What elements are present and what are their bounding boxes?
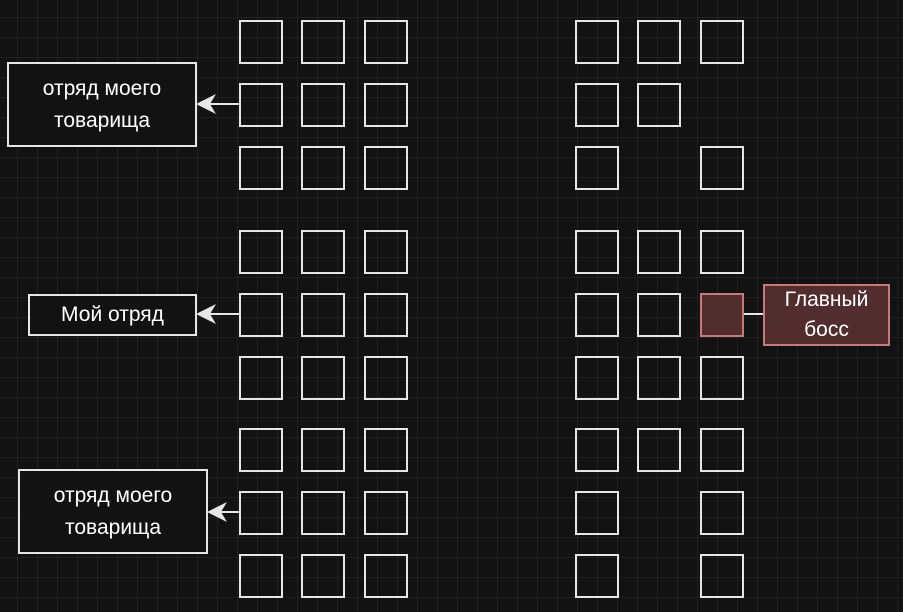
enemy-unit[interactable]: [637, 293, 681, 337]
ally-unit[interactable]: [301, 293, 345, 337]
ally-unit[interactable]: [239, 230, 283, 274]
label-text: Главный босс: [784, 288, 869, 341]
enemy-unit[interactable]: [575, 20, 619, 64]
enemy-unit[interactable]: [637, 428, 681, 472]
ally-unit[interactable]: [239, 428, 283, 472]
enemy-unit[interactable]: [700, 554, 744, 598]
ally-unit[interactable]: [239, 83, 283, 127]
enemy-unit[interactable]: [637, 83, 681, 127]
enemy-unit[interactable]: [575, 83, 619, 127]
enemy-unit[interactable]: [700, 230, 744, 274]
enemy-unit[interactable]: [637, 356, 681, 400]
label-ally-top[interactable]: отряд моего товарища: [7, 62, 197, 147]
ally-unit[interactable]: [364, 491, 408, 535]
label-text: Мой отряд: [61, 303, 164, 326]
enemy-unit[interactable]: [637, 230, 681, 274]
ally-unit[interactable]: [239, 554, 283, 598]
boss-unit[interactable]: [700, 293, 744, 337]
ally-unit[interactable]: [239, 356, 283, 400]
ally-unit[interactable]: [364, 230, 408, 274]
label-text: отряд моего товарища: [42, 76, 162, 132]
ally-unit[interactable]: [364, 83, 408, 127]
ally-unit[interactable]: [301, 491, 345, 535]
ally-unit[interactable]: [239, 293, 283, 337]
enemy-unit[interactable]: [575, 554, 619, 598]
ally-unit[interactable]: [364, 293, 408, 337]
ally-unit[interactable]: [239, 146, 283, 190]
enemy-unit[interactable]: [700, 146, 744, 190]
enemy-unit[interactable]: [575, 146, 619, 190]
ally-unit[interactable]: [239, 20, 283, 64]
enemy-unit[interactable]: [700, 356, 744, 400]
enemy-unit[interactable]: [575, 356, 619, 400]
ally-unit[interactable]: [301, 554, 345, 598]
ally-unit[interactable]: [301, 146, 345, 190]
enemy-unit[interactable]: [575, 491, 619, 535]
ally-unit[interactable]: [239, 491, 283, 535]
ally-unit[interactable]: [301, 20, 345, 64]
label-main-boss[interactable]: Главный босс: [763, 284, 890, 346]
ally-unit[interactable]: [301, 428, 345, 472]
ally-unit[interactable]: [364, 428, 408, 472]
enemy-unit[interactable]: [700, 428, 744, 472]
label-text: отряд моего товарища: [53, 483, 173, 539]
enemy-unit[interactable]: [637, 20, 681, 64]
enemy-unit[interactable]: [575, 428, 619, 472]
ally-unit[interactable]: [364, 554, 408, 598]
enemy-unit[interactable]: [700, 491, 744, 535]
ally-unit[interactable]: [364, 146, 408, 190]
ally-unit[interactable]: [364, 20, 408, 64]
enemy-unit[interactable]: [575, 293, 619, 337]
ally-unit[interactable]: [364, 356, 408, 400]
label-my-squad[interactable]: Мой отряд: [28, 294, 197, 336]
enemy-unit[interactable]: [700, 20, 744, 64]
label-ally-bottom[interactable]: отряд моего товарища: [18, 469, 208, 554]
ally-unit[interactable]: [301, 230, 345, 274]
ally-unit[interactable]: [301, 356, 345, 400]
enemy-unit[interactable]: [575, 230, 619, 274]
ally-unit[interactable]: [301, 83, 345, 127]
